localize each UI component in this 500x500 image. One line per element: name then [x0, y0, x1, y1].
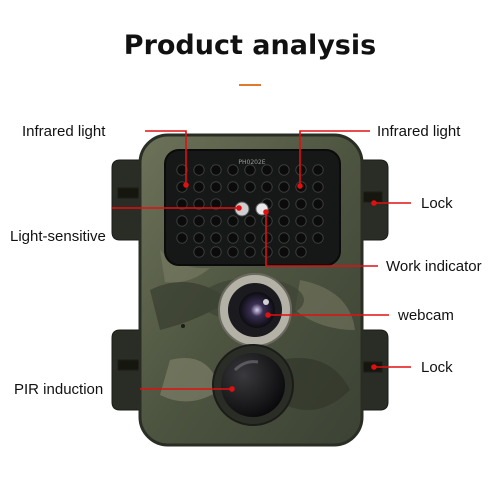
panel-model-text: PH0202E [238, 159, 265, 166]
infrared-led [278, 215, 290, 227]
infrared-led [193, 198, 205, 210]
infrared-led [210, 246, 222, 258]
infrared-led [261, 181, 273, 193]
label-infrared-light-left: Infrared light [22, 123, 106, 140]
infrared-led [278, 181, 290, 193]
infrared-led [193, 215, 205, 227]
label-infrared-light-right: Infrared light [377, 123, 461, 140]
label-lock-bottom: Lock [421, 359, 453, 376]
infrared-led [295, 232, 307, 244]
infrared-led [278, 164, 290, 176]
infrared-led [227, 232, 239, 244]
infrared-led [295, 246, 307, 258]
infrared-led [312, 164, 324, 176]
infrared-led [278, 246, 290, 258]
infrared-led [244, 246, 256, 258]
infrared-led [210, 164, 222, 176]
microphone-hole [181, 324, 185, 328]
infrared-led [227, 164, 239, 176]
infrared-led [210, 215, 222, 227]
infrared-led [278, 232, 290, 244]
callout-infrared-left [145, 130, 187, 184]
label-webcam: webcam [398, 307, 454, 324]
label-light-sensitive: Light-sensitive [10, 228, 106, 245]
infrared-led [176, 232, 188, 244]
callout-lines [112, 130, 411, 390]
infrared-led [176, 198, 188, 210]
infrared-led-grid [176, 164, 324, 258]
label-work-indicator: Work indicator [386, 258, 482, 275]
infrared-led [312, 181, 324, 193]
infrared-led [244, 232, 256, 244]
infrared-led [295, 164, 307, 176]
infrared-led [193, 164, 205, 176]
page-title: Product analysis [123, 30, 377, 61]
infrared-led [312, 232, 324, 244]
infrared-led [261, 232, 273, 244]
infrared-led [227, 181, 239, 193]
infrared-led [176, 215, 188, 227]
infrared-led [193, 232, 205, 244]
infrared-led [278, 198, 290, 210]
infrared-led [244, 215, 256, 227]
infrared-led [244, 181, 256, 193]
infrared-led [210, 232, 222, 244]
infrared-led [261, 164, 273, 176]
infrared-led [295, 215, 307, 227]
infrared-led [261, 215, 273, 227]
infrared-led [176, 164, 188, 176]
infrared-led [261, 246, 273, 258]
infrared-led [210, 198, 222, 210]
callout-infrared-right [299, 130, 370, 185]
infrared-led [295, 198, 307, 210]
infrared-led [312, 215, 324, 227]
title-underline [239, 84, 261, 86]
infrared-led [193, 246, 205, 258]
infrared-led [227, 246, 239, 258]
infrared-led [193, 181, 205, 193]
callout-work-indicator [265, 213, 378, 267]
callout-dots [183, 182, 377, 392]
label-lock-top: Lock [421, 195, 453, 212]
webcam-lens [239, 292, 275, 328]
infrared-led [312, 198, 324, 210]
label-pir-induction: PIR induction [14, 381, 104, 398]
infrared-led [244, 164, 256, 176]
infrared-led [227, 215, 239, 227]
infrared-led [210, 181, 222, 193]
